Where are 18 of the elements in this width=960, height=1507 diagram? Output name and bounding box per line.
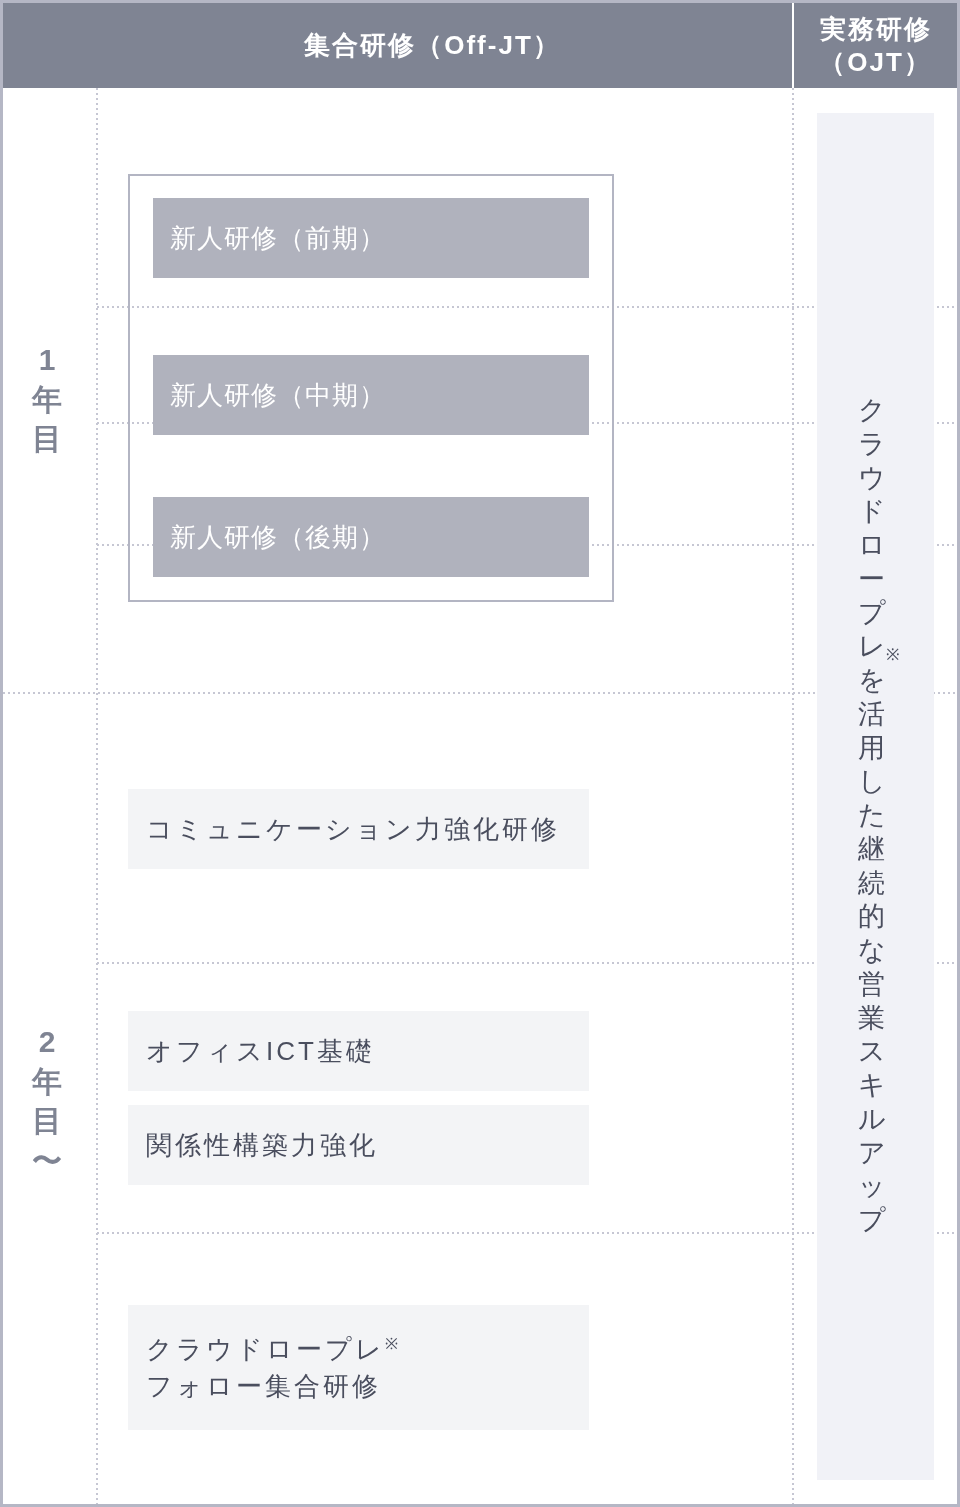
- column-header: [794, 3, 957, 88]
- training-box: [153, 198, 589, 278]
- header-text: 集合研修（Off-JT）: [304, 29, 561, 62]
- box-label: 関係性構築力強化: [146, 1128, 378, 1162]
- box-label: 新人研修（後期）: [170, 520, 386, 554]
- training-box: [153, 355, 589, 435]
- box-label: 新人研修（前期）: [170, 221, 386, 255]
- box-label: オフィスICT基礎: [146, 1034, 375, 1068]
- column-header: [3, 3, 792, 88]
- group-frame: [128, 174, 614, 602]
- year-label: 1年目: [32, 342, 62, 458]
- ojt-band: [817, 113, 934, 1480]
- year-label: 2年目〜: [32, 1024, 62, 1179]
- header-text: 実務研修（OJT）: [818, 13, 933, 78]
- box-label: 新人研修（中期）: [170, 378, 386, 412]
- training-box: [153, 497, 589, 577]
- box-label: クラウドロープレ$^{※}$フォロー集合研修: [146, 1333, 399, 1403]
- box-label: コミュニケーション力強化研修: [146, 812, 560, 846]
